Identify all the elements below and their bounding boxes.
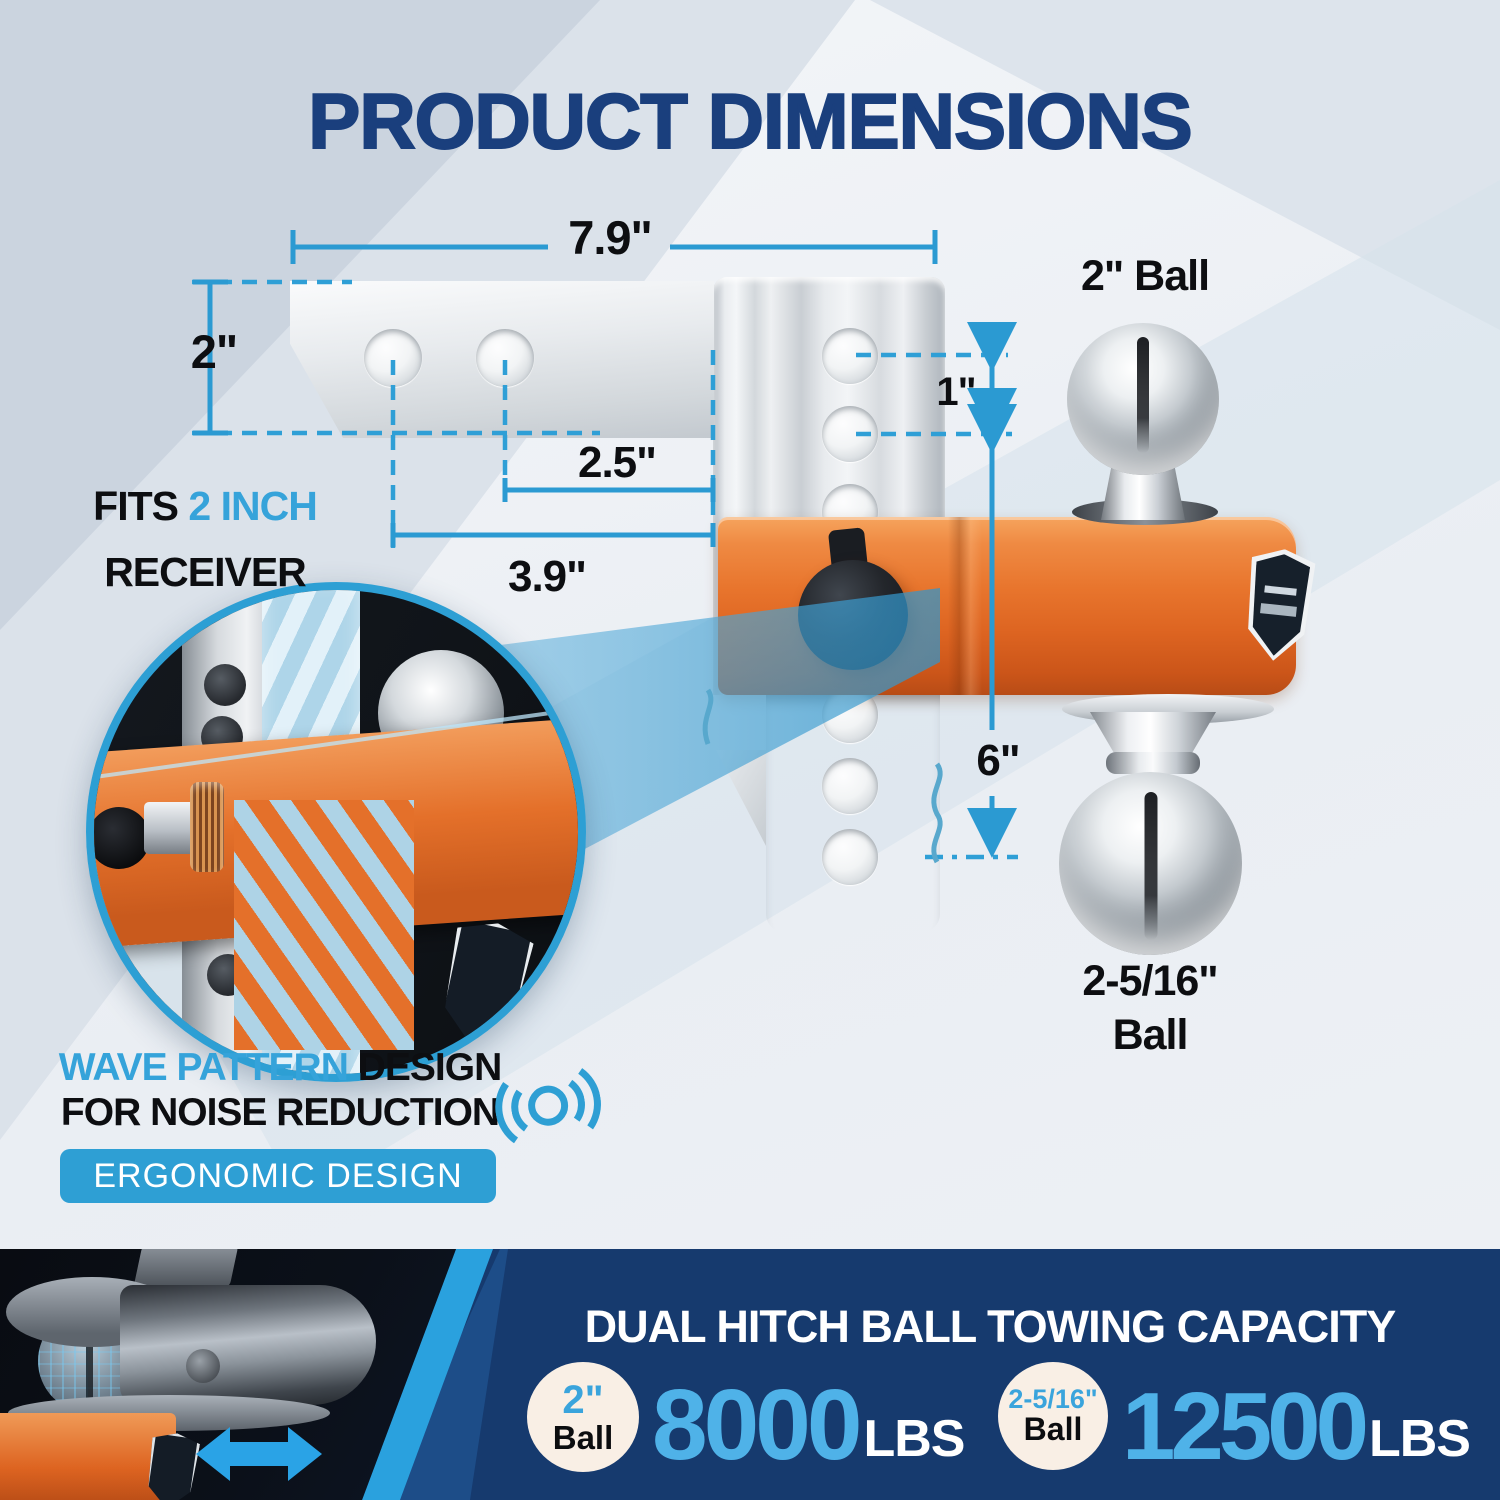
wave-heading-blue: WAVE PATTERN bbox=[58, 1046, 349, 1089]
wave-heading-line2: FOR NOISE REDUCTION bbox=[60, 1090, 500, 1134]
dim-hole-back-label: 3.9" bbox=[507, 552, 587, 601]
ball-bottom-label: 2-5/16" Ball bbox=[1035, 955, 1265, 1063]
dim-hole-front-label: 2.5" bbox=[577, 438, 657, 487]
capacity-ball-badge: 2-5/16" Ball bbox=[998, 1362, 1108, 1470]
capacity-ball-size: 2-5/16" bbox=[1008, 1384, 1098, 1415]
fits-line2: RECEIVER bbox=[104, 548, 307, 595]
locking-pin bbox=[798, 560, 908, 670]
clamp-crease bbox=[948, 517, 982, 695]
ball-bottom-label-size: 2-5/16" bbox=[1082, 957, 1218, 1005]
hitch-ball-2-5-16in bbox=[1059, 772, 1242, 955]
slide-arrow-icon bbox=[196, 1427, 322, 1481]
sound-waves-icon bbox=[488, 1049, 608, 1159]
photo-clamp bbox=[0, 1413, 176, 1500]
adjustment-hole bbox=[822, 758, 878, 814]
ball-bottom-collar bbox=[1106, 752, 1200, 774]
arrow-left-head bbox=[196, 1427, 230, 1481]
hitch-ball-2in bbox=[1067, 323, 1219, 475]
dim-hole-pitch-label: 1" bbox=[936, 370, 976, 414]
shank-pin-hole bbox=[476, 329, 534, 387]
capacity-value: 12500 bbox=[1122, 1372, 1369, 1480]
ball-top-neck bbox=[1101, 468, 1185, 520]
ergonomic-design-banner: ERGONOMIC DESIGN bbox=[60, 1149, 496, 1203]
adjustment-hole bbox=[822, 687, 878, 743]
ball-bottom-label-word: Ball bbox=[1112, 1010, 1189, 1059]
capacity-heading: DUAL HITCH BALL TOWING CAPACITY bbox=[584, 1301, 1397, 1352]
inset-pin-cap bbox=[94, 807, 150, 869]
fits-blue: 2 INCH bbox=[188, 483, 317, 529]
coupler-latch bbox=[133, 1249, 239, 1289]
dim-width-label: 7.9" bbox=[568, 211, 653, 264]
inset-pin-shaft bbox=[144, 802, 196, 854]
coupler-photo bbox=[0, 1249, 456, 1500]
capacity-ball-size: 2" bbox=[562, 1377, 604, 1422]
arrow-right-head bbox=[288, 1427, 322, 1481]
coupler-ball-slot bbox=[86, 1319, 93, 1403]
capacity-unit: LBS bbox=[863, 1410, 965, 1468]
capacity-ball-word: Ball bbox=[1023, 1411, 1083, 1448]
inset-badge-fragment bbox=[434, 915, 536, 1054]
coupler-bolt bbox=[186, 1349, 220, 1383]
fits-receiver-label: FITS 2 INCH RECEIVER bbox=[62, 474, 348, 605]
adjustment-hole bbox=[822, 328, 878, 384]
capacity-unit: LBS bbox=[1368, 1410, 1471, 1468]
wave-pattern-heading: WAVE PATTERN DESIGN FOR NOISE REDUCTION bbox=[58, 1046, 503, 1136]
adjustment-hole bbox=[822, 406, 878, 462]
wave-pattern-inset bbox=[86, 582, 586, 1082]
inset-pin-knurl bbox=[190, 782, 224, 872]
capacity-value-row: 8000 LBS bbox=[652, 1369, 965, 1481]
ball-slot bbox=[1144, 792, 1157, 940]
inset-wave-crosssection bbox=[234, 800, 414, 1050]
capacity-ball-word: Ball bbox=[552, 1418, 614, 1456]
arrow-bar bbox=[226, 1442, 292, 1466]
wave-heading-black: DESIGN bbox=[347, 1046, 503, 1089]
channel-gusset bbox=[716, 750, 766, 846]
capacity-section: DUAL HITCH BALL TOWING CAPACITY 2" Ball … bbox=[0, 1249, 1500, 1500]
ball-top-label: 2" Ball bbox=[1080, 252, 1210, 300]
fits-black: FITS bbox=[93, 483, 189, 529]
capacity-value-row: 12500 LBS bbox=[1122, 1369, 1471, 1480]
ball-slot bbox=[1137, 337, 1149, 453]
capacity-value: 8000 bbox=[652, 1369, 862, 1481]
capacity-ball-badge: 2" Ball bbox=[527, 1362, 639, 1472]
adjustment-hole bbox=[822, 829, 878, 885]
shank-pin-hole bbox=[364, 329, 422, 387]
page-title: PRODUCT DIMENSIONS bbox=[307, 76, 1193, 166]
dim-drop-label: 6" bbox=[976, 736, 1020, 785]
inset-hole bbox=[204, 664, 246, 706]
coupler-body bbox=[120, 1285, 376, 1405]
dim-shank-height-label: 2" bbox=[190, 325, 238, 378]
